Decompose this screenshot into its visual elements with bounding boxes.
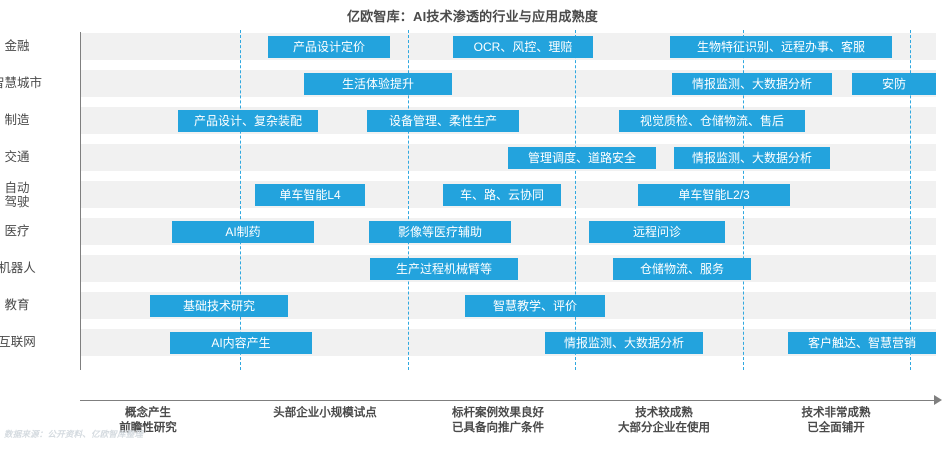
source-note: 数据来源：公开资料、亿欧智库整理: [4, 429, 144, 439]
maturity-bar[interactable]: 生产过程机械臂等: [370, 257, 518, 280]
stage-label-4: 技术较成熟大部分企业在使用: [574, 406, 754, 436]
stage-label-line1: 头部企业小规模试点: [273, 407, 377, 419]
row-label-line1: 互联网: [0, 335, 36, 349]
row-label-line1: 交通: [4, 150, 30, 164]
maturity-bar[interactable]: 影像等医疗辅助: [369, 220, 511, 243]
row-label-交通: 交通: [0, 150, 77, 164]
row-label-line1: 教育: [4, 298, 30, 312]
y-axis-line: [80, 32, 81, 370]
maturity-bar[interactable]: 智慧教学、评价: [465, 294, 605, 317]
page-title: 亿欧智库：AI技术渗透的行业与应用成熟度: [346, 9, 598, 24]
stage-label-line2: 大部分企业在使用: [618, 422, 710, 434]
row-label-line2: 驾驶: [4, 195, 30, 209]
row-label-line1: 自动: [4, 181, 30, 195]
maturity-bar[interactable]: 基础技术研究: [150, 294, 288, 317]
chart-plot-area: 金融智慧城市制造交通自动驾驶医疗机器人教育互联网 产品设计定价 OCR、风控、理赔…: [0, 30, 945, 434]
row-label-制造: 制造: [0, 113, 77, 127]
stage-divider: [575, 30, 576, 370]
stage-label-line1: 标杆案例效果良好: [452, 407, 544, 419]
maturity-bar[interactable]: 车、路、云协同: [443, 183, 561, 206]
x-axis-line: [80, 400, 936, 401]
maturity-bar[interactable]: 情报监测、大数据分析: [545, 331, 703, 354]
maturity-bar[interactable]: OCR、风控、理赔: [453, 35, 593, 58]
maturity-bar[interactable]: 安防: [852, 72, 936, 95]
maturity-bar[interactable]: AI内容产生: [170, 331, 312, 354]
row-label-智慧城市: 智慧城市: [0, 76, 77, 90]
row-label-line1: 医疗: [4, 224, 30, 238]
row-label-机器人: 机器人: [0, 261, 77, 275]
stage-divider: [408, 30, 409, 370]
maturity-bar[interactable]: 视觉质检、仓储物流、售后: [619, 109, 805, 132]
row-label-line1: 制造: [4, 113, 30, 127]
row-label-自动: 自动驾驶: [0, 181, 77, 209]
x-axis-arrow-icon: [934, 395, 942, 405]
stage-divider: [240, 30, 241, 370]
maturity-bar[interactable]: 情报监测、大数据分析: [674, 146, 830, 169]
maturity-bar[interactable]: 管理调度、道路安全: [508, 146, 656, 169]
stage-label-line2: 已具备向推广条件: [452, 422, 544, 434]
maturity-bar[interactable]: 情报监测、大数据分析: [672, 72, 832, 95]
maturity-bar[interactable]: 单车智能L4: [255, 183, 365, 206]
stage-label-5: 技术非常成熟已全面铺开: [746, 406, 926, 436]
stage-label-line1: 概念产生: [125, 407, 171, 419]
row-label-line1: 金融: [4, 39, 30, 53]
maturity-bar[interactable]: 设备管理、柔性生产: [367, 109, 519, 132]
row-label-line1: 机器人: [0, 261, 36, 275]
stage-label-line2: 前瞻性研究: [119, 422, 177, 434]
row-label-金融: 金融: [0, 39, 77, 53]
stage-label-1: 概念产生前瞻性研究: [58, 406, 238, 436]
stage-label-line2: 已全面铺开: [807, 422, 865, 434]
maturity-bar[interactable]: 客户触达、智慧营销: [788, 331, 936, 354]
stage-label-line1: 技术较成熟: [635, 407, 693, 419]
row-label-互联网: 互联网: [0, 335, 77, 349]
row-label-line1: 智慧城市: [0, 76, 42, 90]
maturity-bar[interactable]: 单车智能L2/3: [638, 183, 790, 206]
maturity-bar[interactable]: 产品设计、复杂装配: [178, 109, 318, 132]
stage-label-line1: 技术非常成熟: [801, 407, 871, 419]
maturity-bar[interactable]: 生物特征识别、远程办事、客服: [670, 35, 892, 58]
row-label-教育: 教育: [0, 298, 77, 312]
maturity-bar[interactable]: 远程问诊: [589, 220, 725, 243]
stage-divider: [910, 30, 911, 370]
maturity-bar[interactable]: 生活体验提升: [304, 72, 452, 95]
maturity-bar[interactable]: 产品设计定价: [268, 35, 390, 58]
maturity-bar[interactable]: 仓储物流、服务: [613, 257, 751, 280]
maturity-bar[interactable]: AI制药: [172, 220, 314, 243]
stage-label-2: 头部企业小规模试点: [235, 406, 415, 421]
stage-label-3: 标杆案例效果良好已具备向推广条件: [408, 406, 588, 436]
row-label-医疗: 医疗: [0, 224, 77, 238]
